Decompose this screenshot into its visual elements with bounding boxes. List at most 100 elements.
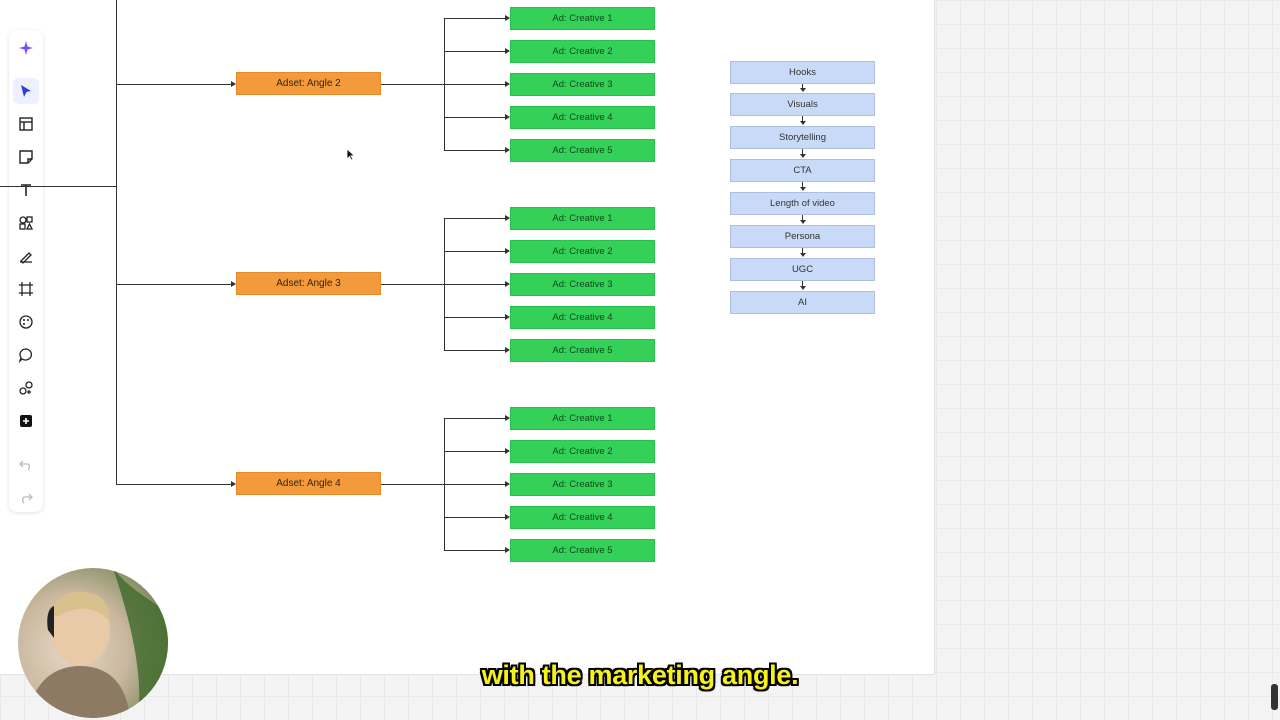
chain-node[interactable]: UGC [730,258,875,281]
arrowhead [505,81,510,87]
color-palette-icon[interactable] [13,309,39,335]
branch-line [444,218,506,219]
ai-sparkle-icon[interactable] [13,35,39,61]
branch-line [381,284,445,285]
arrowhead [505,415,510,421]
chain-connector [802,281,803,288]
frame-icon[interactable] [13,276,39,302]
arrowhead [800,154,806,158]
comment-icon[interactable] [13,342,39,368]
arrowhead [800,121,806,125]
root-connector [0,186,117,187]
presenter-webcam [18,568,168,718]
branch-line [444,117,506,118]
arrowhead [800,253,806,257]
ad-node[interactable]: Ad: Creative 3 [510,473,655,496]
chain-node[interactable]: Persona [730,225,875,248]
ad-node[interactable]: Ad: Creative 1 [510,7,655,30]
chain-connector [802,149,803,156]
ad-node[interactable]: Ad: Creative 4 [510,506,655,529]
arrowhead [800,220,806,224]
branch-line [444,484,506,485]
arrowhead [231,81,236,87]
chain-connector [802,215,803,222]
presenter-silhouette-icon [28,568,168,718]
ad-node[interactable]: Ad: Creative 5 [510,539,655,562]
adset-node[interactable]: Adset: Angle 2 [236,72,381,95]
trunk-line [116,0,117,485]
subtitle-caption: with the marketing angle. [481,660,799,690]
branch-line [444,51,506,52]
arrowhead [505,448,510,454]
sticky-note-icon[interactable] [13,144,39,170]
branch-line [444,317,506,318]
arrowhead [505,347,510,353]
arrowhead [800,187,806,191]
chain-node[interactable]: Length of video [730,192,875,215]
scrollbar-thumb[interactable] [1271,684,1278,710]
template-icon[interactable] [13,111,39,137]
arrowhead [505,281,510,287]
branch-line [444,251,506,252]
ad-node[interactable]: Ad: Creative 2 [510,440,655,463]
ad-node[interactable]: Ad: Creative 3 [510,273,655,296]
connector-adset-2 [116,84,232,85]
chain-connector [802,116,803,123]
arrowhead [231,281,236,287]
select-arrow-icon[interactable] [13,78,39,104]
branch-line [444,418,506,419]
ad-node[interactable]: Ad: Creative 1 [510,207,655,230]
ad-node[interactable]: Ad: Creative 1 [510,407,655,430]
chain-connector [802,84,803,90]
arrowhead [505,15,510,21]
branch-line [444,451,506,452]
arrowhead [505,481,510,487]
arrowhead [231,481,236,487]
mouse-cursor-icon [346,148,356,166]
chain-node[interactable]: Visuals [730,93,875,116]
branch-line [444,18,506,19]
branch-line [444,150,506,151]
left-toolbar [9,30,43,512]
branch-line [444,84,506,85]
arrowhead [505,314,510,320]
arrowhead [800,286,806,290]
text-icon[interactable] [13,177,39,203]
adset-node[interactable]: Adset: Angle 4 [236,472,381,495]
branch-line [444,550,506,551]
arrowhead [505,514,510,520]
pen-icon[interactable] [13,243,39,269]
branch-line [381,84,445,85]
ad-node[interactable]: Ad: Creative 2 [510,240,655,263]
branch-line [444,517,506,518]
ad-node[interactable]: Ad: Creative 5 [510,139,655,162]
ad-node[interactable]: Ad: Creative 3 [510,73,655,96]
arrowhead [800,88,806,92]
arrowhead [505,215,510,221]
chain-node[interactable]: Storytelling [730,126,875,149]
connector-adset-3 [116,284,232,285]
branch-line [444,284,506,285]
ad-node[interactable]: Ad: Creative 4 [510,106,655,129]
arrowhead [505,547,510,553]
redo-icon[interactable] [13,484,39,510]
chain-node[interactable]: AI [730,291,875,314]
chain-connector [802,182,803,189]
add-more-icon[interactable] [13,408,39,434]
arrowhead [505,48,510,54]
apps-icon[interactable] [13,375,39,401]
arrowhead [505,248,510,254]
chain-connector [802,248,803,255]
ad-node[interactable]: Ad: Creative 5 [510,339,655,362]
chain-node[interactable]: CTA [730,159,875,182]
connector-adset-4 [116,484,232,485]
arrowhead [505,114,510,120]
shapes-icon[interactable] [13,210,39,236]
undo-icon[interactable] [13,451,39,477]
chain-node[interactable]: Hooks [730,61,875,84]
arrowhead [505,147,510,153]
ad-node[interactable]: Ad: Creative 2 [510,40,655,63]
branch-line [444,350,506,351]
ad-node[interactable]: Ad: Creative 4 [510,306,655,329]
adset-node[interactable]: Adset: Angle 3 [236,272,381,295]
